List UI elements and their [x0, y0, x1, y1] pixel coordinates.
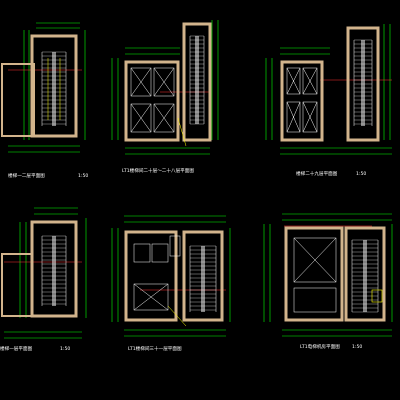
drawing-3-caption: 楼梯二十九层平面图 [296, 170, 338, 177]
drawing-stair-plan-3: 楼梯二十九层平面图 1:50 [265, 24, 392, 177]
drawing-6-scale: 1:50 [352, 344, 362, 350]
drawing-5-caption: LT1楼梯间三十一层平面图 [128, 345, 182, 352]
drawing-2-caption: LT1楼梯间二十层～二十八层平面图 [122, 167, 194, 174]
drawing-stair-plan-6: LT1电梯机房平面图 1:50 [263, 213, 393, 350]
drawing-stair-plan-5: LT1楼梯间三十一层平面图 [111, 215, 231, 352]
drawing-stair-plan-2: LT1楼梯间二十层～二十八层平面图 [111, 20, 219, 174]
drawing-4-caption: 楼梯一层平面图 [0, 345, 33, 352]
drawing-stair-plan-4: 楼梯一层平面图 1:50 [0, 207, 87, 352]
drawing-1-scale: 1:50 [78, 173, 88, 179]
drawing-1-caption: 楼梯一二层平面图 [8, 172, 45, 179]
drawing-stair-plan-1: 楼梯一二层平面图 1:50 [1, 22, 88, 179]
drawing-3-scale: 1:50 [356, 171, 366, 177]
drawing-6-caption: LT1电梯机房平面图 [300, 343, 340, 350]
drawing-4-scale: 1:50 [60, 346, 70, 352]
